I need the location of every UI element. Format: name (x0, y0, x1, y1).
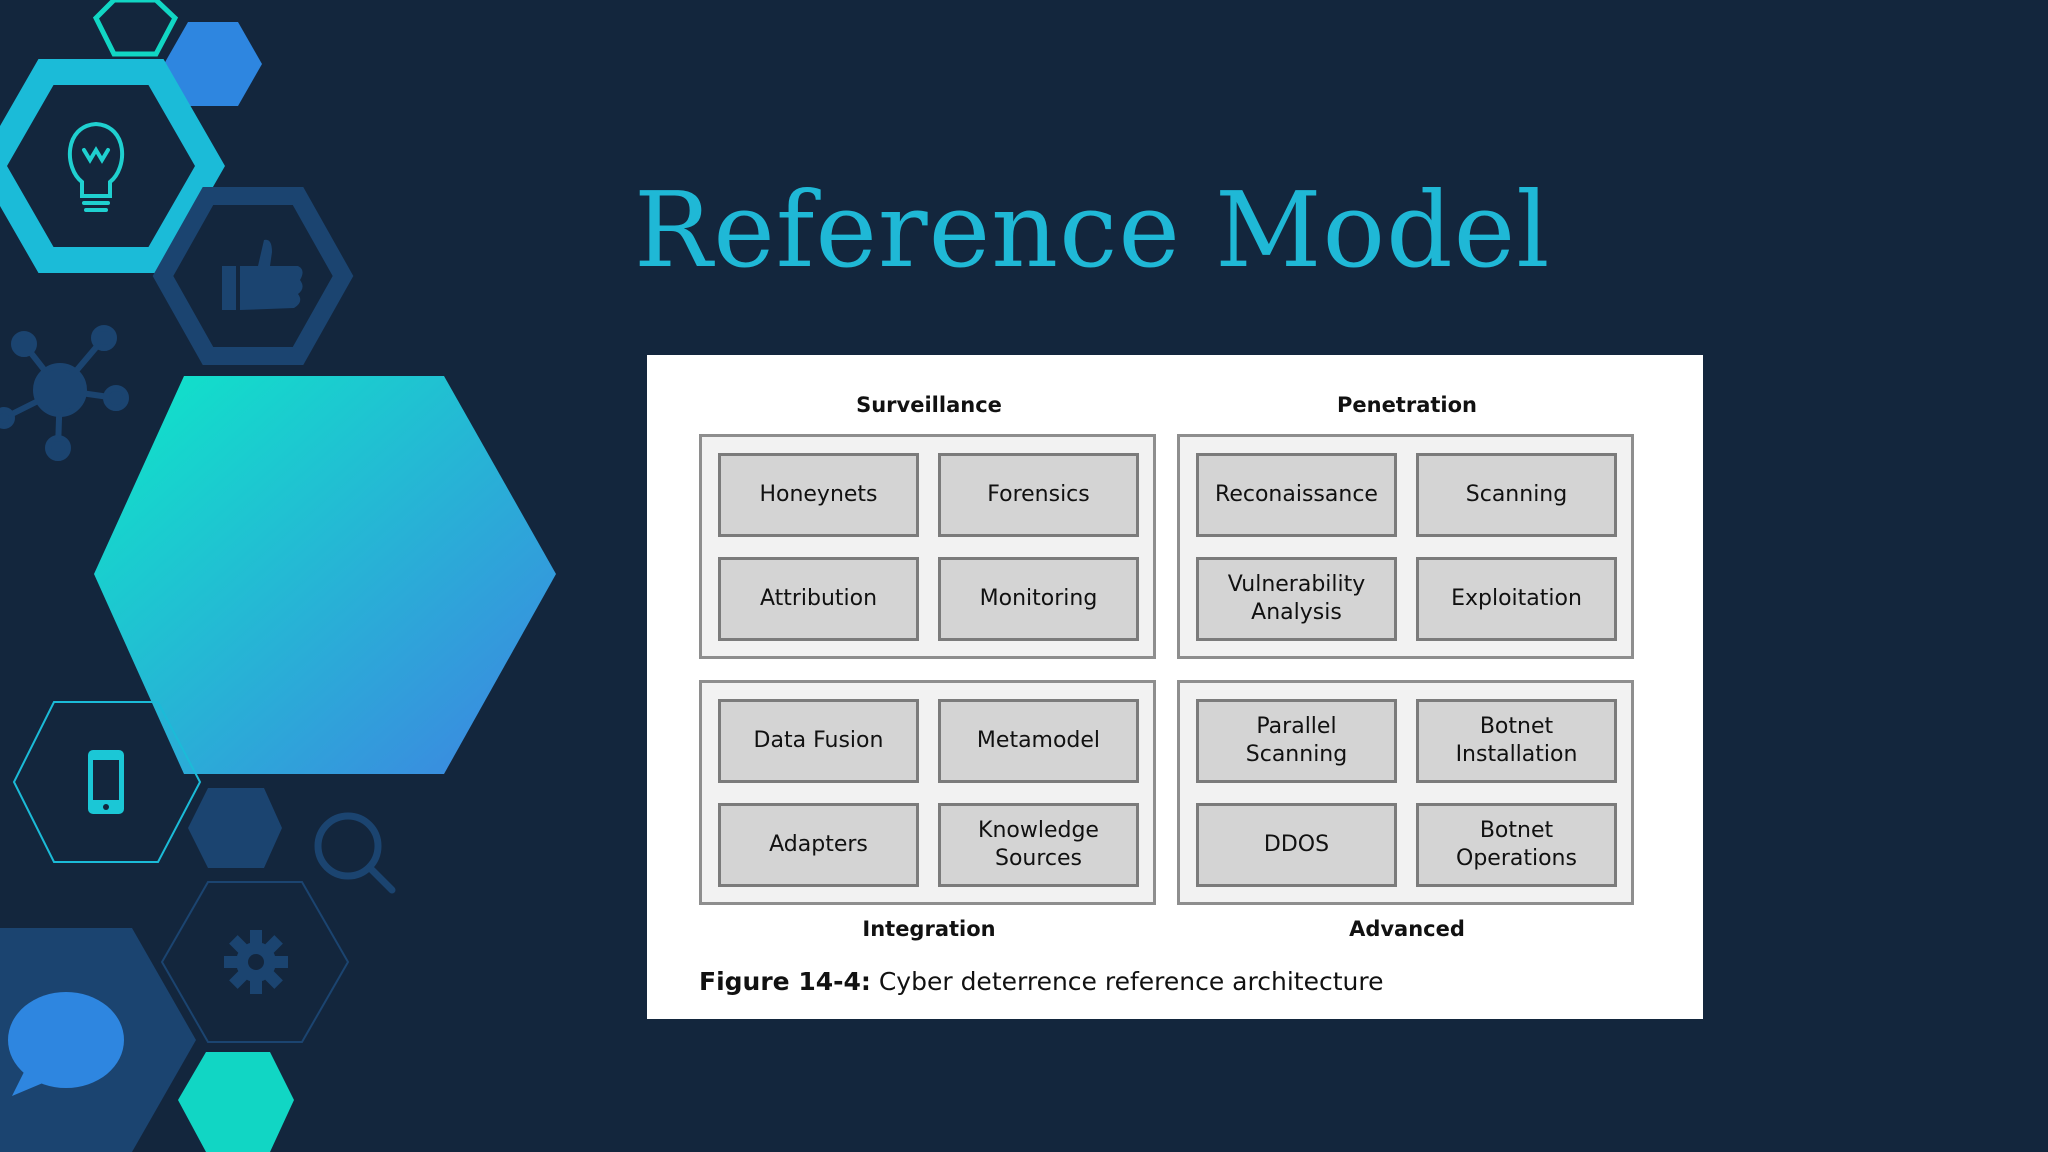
hex-small-dark (188, 788, 282, 868)
hex-large-gradient (94, 376, 556, 774)
group-label-surveillance: Surveillance (856, 393, 1002, 417)
cell-ddos: DDOS (1196, 803, 1397, 887)
group-label-penetration: Penetration (1336, 393, 1477, 417)
group-label-advanced: Advanced (1349, 917, 1465, 941)
cell-forensics: Forensics (938, 453, 1139, 537)
network-icon (0, 325, 129, 461)
group-label-integration: Integration (862, 917, 996, 941)
hex-outline-small (92, 0, 179, 57)
group-box-penetration: Reconaissance Scanning Vulnerability Ana… (1177, 434, 1634, 659)
smartphone-icon (88, 750, 124, 814)
hex-teal-bottom (178, 1052, 294, 1152)
lightbulb-icon (67, 121, 125, 212)
cell-reconaissance: Reconaissance (1196, 453, 1397, 537)
cell-honeynets: Honeynets (718, 453, 919, 537)
figure-caption-text: Cyber deterrence reference architecture (870, 967, 1384, 996)
cell-attribution: Attribution (718, 557, 919, 641)
group-box-advanced: Parallel Scanning Botnet Installation DD… (1177, 680, 1634, 905)
group-box-integration: Data Fusion Metamodel Adapters Knowledge… (699, 680, 1156, 905)
cell-parallel-scanning: Parallel Scanning (1196, 699, 1397, 783)
cell-data-fusion: Data Fusion (718, 699, 919, 783)
reference-architecture-figure: Surveillance Penetration Honeynets Foren… (647, 355, 1703, 1019)
cell-scanning: Scanning (1416, 453, 1617, 537)
magnifier-icon (314, 812, 396, 894)
speech-bubble-icon (8, 992, 124, 1096)
cell-botnet-operations: Botnet Operations (1416, 803, 1617, 887)
thumbs-up-icon (222, 239, 303, 310)
figure-caption: Figure 14-4: Cyber deterrence reference … (699, 967, 1383, 996)
slide-title: Reference Model (634, 169, 1551, 291)
cell-vulnerability-analysis: Vulnerability Analysis (1196, 557, 1397, 641)
cell-metamodel: Metamodel (938, 699, 1139, 783)
hexagon-decoration (0, 0, 556, 1152)
figure-caption-prefix: Figure 14-4: (699, 967, 871, 996)
cell-monitoring: Monitoring (938, 557, 1139, 641)
hex-lightbulb-ring (0, 59, 225, 273)
cell-exploitation: Exploitation (1416, 557, 1617, 641)
hex-smartphone (12, 701, 202, 863)
gear-icon (224, 930, 288, 994)
group-box-surveillance: Honeynets Forensics Attribution Monitori… (699, 434, 1156, 659)
hex-blue-top (164, 22, 262, 106)
hex-thumbs (152, 187, 354, 365)
cell-botnet-installation: Botnet Installation (1416, 699, 1617, 783)
cell-adapters: Adapters (718, 803, 919, 887)
cell-knowledge-sources: Knowledge Sources (938, 803, 1139, 887)
hex-gear (160, 881, 350, 1043)
